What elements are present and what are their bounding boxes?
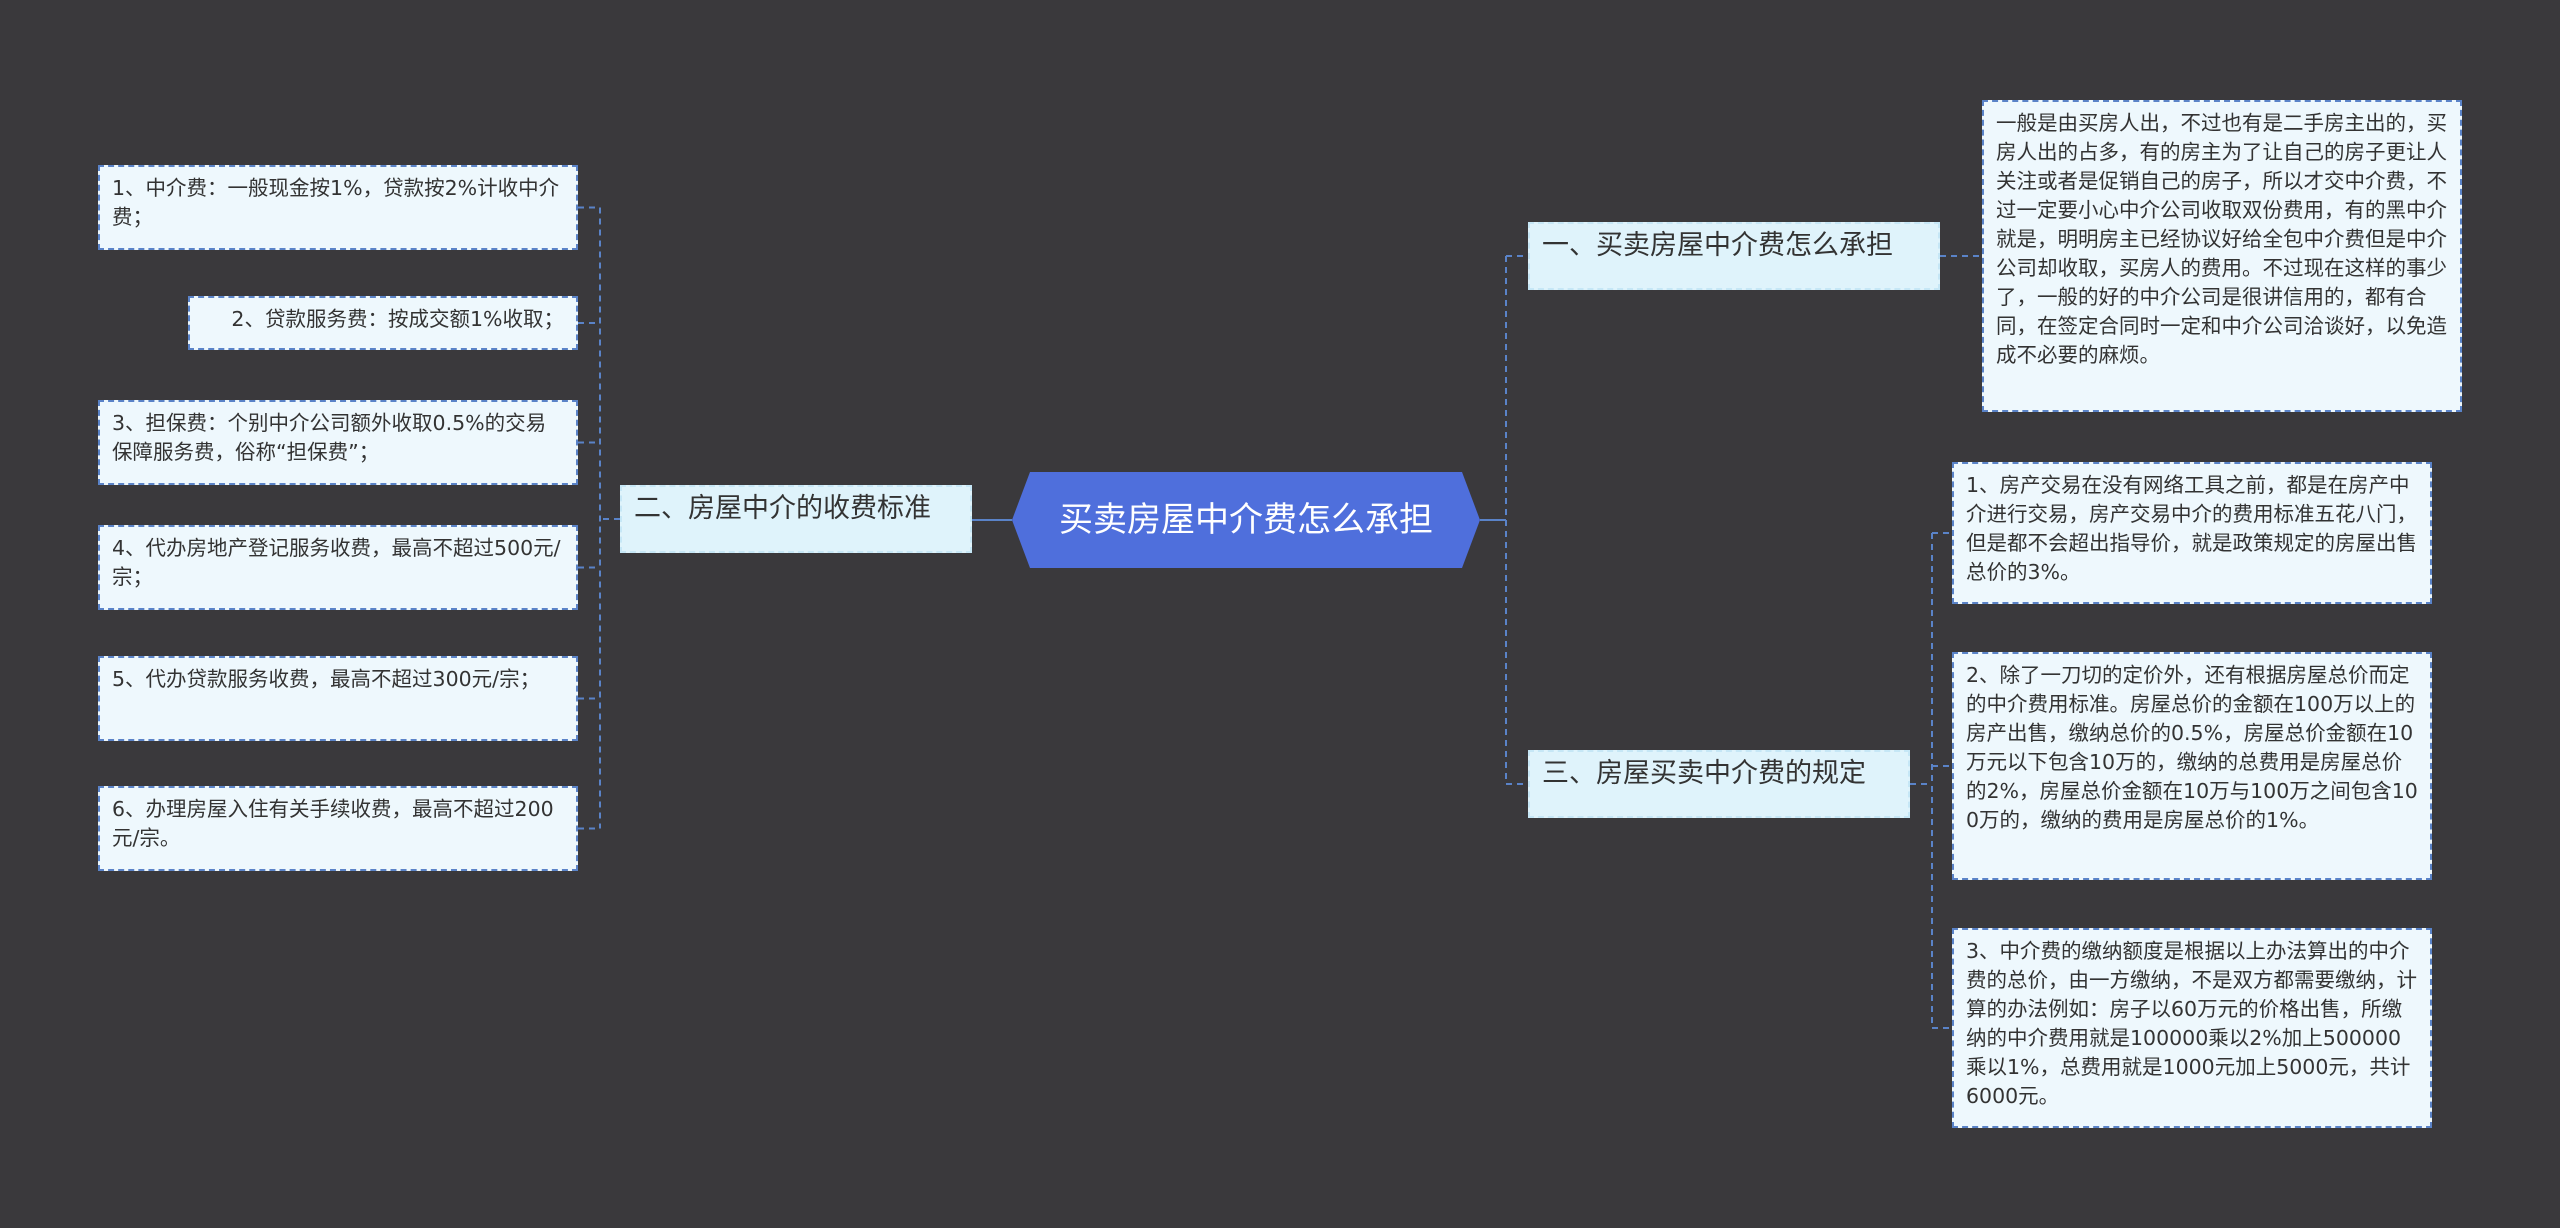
- leaf-rule-total-price[interactable]: 2、除了一刀切的定价外，还有根据房屋总价而定的中介费用标准。房屋总价的金额在10…: [1952, 652, 2432, 880]
- leaf-loan-service-fee[interactable]: 2、贷款服务费：按成交额1%收取；: [188, 296, 578, 350]
- root-hexagon-shape: [1012, 472, 1480, 568]
- leaf-loan-agency-fee[interactable]: 5、代办贷款服务收费，最高不超过300元/宗；: [98, 656, 578, 741]
- root-topic-label: 买卖房屋中介费怎么承担: [1059, 500, 1433, 540]
- branch-fee-standard[interactable]: 二、房屋中介的收费标准: [620, 485, 972, 553]
- leaf-rule-payment-example[interactable]: 3、中介费的缴纳额度是根据以上办法算出的中介费的总价，由一方缴纳，不是双方都需要…: [1952, 928, 2432, 1128]
- leaf-move-in-fee[interactable]: 6、办理房屋入住有关手续收费，最高不超过200元/宗。: [98, 786, 578, 871]
- leaf-rule-guide-price[interactable]: 1、房产交易在没有网络工具之前，都是在房产中介进行交易，房产交易中介的费用标准五…: [1952, 462, 2432, 604]
- branch-fee-regulation[interactable]: 三、房屋买卖中介费的规定: [1528, 750, 1910, 818]
- leaf-guarantee-fee[interactable]: 3、担保费：个别中介公司额外收取0.5%的交易保障服务费，俗称“担保费”；: [98, 400, 578, 485]
- branch-buy-sell-fee[interactable]: 一、买卖房屋中介费怎么承担: [1528, 222, 1940, 290]
- leaf-who-pays[interactable]: 一般是由买房人出，不过也有是二手房主出的，买房人出的占多，有的房主为了让自己的房…: [1982, 100, 2462, 412]
- leaf-registration-fee[interactable]: 4、代办房地产登记服务收费，最高不超过500元/宗；: [98, 525, 578, 610]
- root-topic[interactable]: 买卖房屋中介费怎么承担: [1012, 472, 1480, 568]
- leaf-agency-fee[interactable]: 1、中介费：一般现金按1%，贷款按2%计收中介费；: [98, 165, 578, 250]
